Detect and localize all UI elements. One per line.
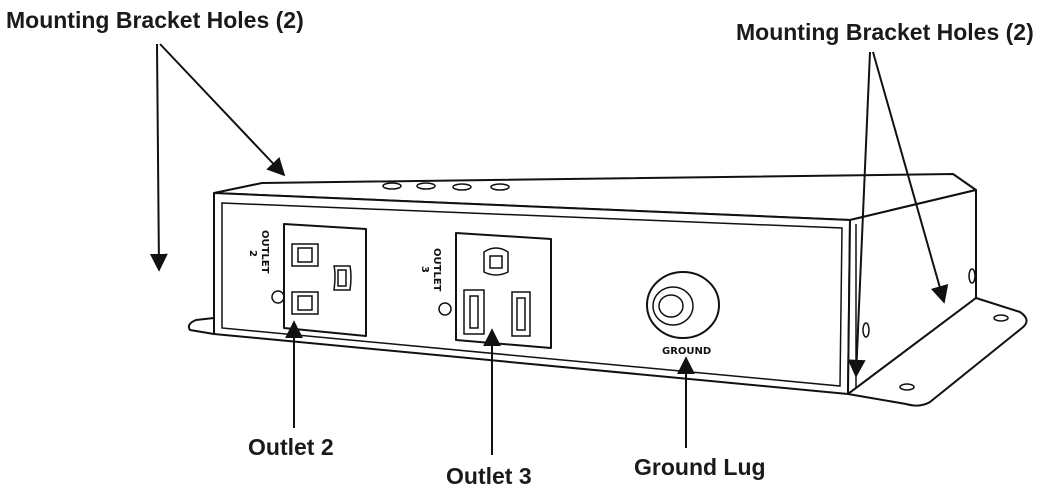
right-mounting-bracket — [847, 297, 1028, 407]
ground-lug-terminal — [646, 271, 720, 339]
outlet-3-label-line2: 3 — [419, 266, 430, 273]
arrow-bracket-right-2 — [872, 51, 949, 304]
left-mounting-bracket — [187, 317, 215, 335]
outlet-3-label-line1: OUTLET — [431, 248, 442, 292]
arrow-bracket-right-1 — [847, 51, 871, 378]
arrow-bracket-left-2 — [159, 43, 286, 177]
bracket-hole-right-1 — [993, 314, 1009, 322]
power-distribution-unit: OUTLET 2 OUTLET 3 GROUND — [187, 173, 1028, 407]
label-mounting-bracket-holes-left: Mounting Bracket Holes (2) — [6, 7, 304, 33]
label-ground-lug: Ground Lug — [634, 454, 766, 480]
label-outlet-2: Outlet 2 — [248, 434, 334, 460]
label-outlet-3: Outlet 3 — [446, 463, 532, 489]
top-indicators — [382, 182, 510, 191]
bracket-hole-right-2 — [899, 383, 915, 391]
outlet-2-label-line2: 2 — [247, 250, 258, 257]
callout-arrows — [149, 43, 949, 455]
ground-lug-label: GROUND — [662, 346, 711, 357]
outlet-3-receptacle — [438, 232, 552, 349]
outlet-2-receptacle — [271, 223, 367, 337]
outlet-2-label-line1: OUTLET — [259, 230, 270, 274]
label-mounting-bracket-holes-right: Mounting Bracket Holes (2) — [736, 19, 1034, 45]
arrow-bracket-left-1 — [149, 43, 168, 272]
